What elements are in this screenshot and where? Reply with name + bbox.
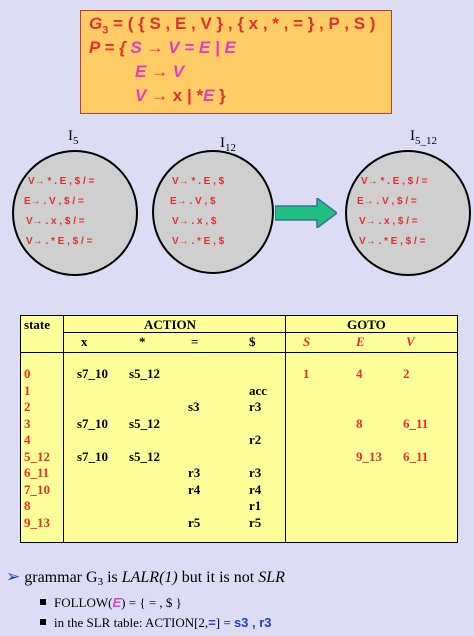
production-v: V → x | *E } <box>135 86 226 105</box>
table-row-state: 1 <box>24 382 31 398</box>
state-label-i5: I5 <box>68 128 79 147</box>
divider <box>63 316 64 542</box>
goto-header: GOTO <box>347 317 386 332</box>
table-cell: 6_11 <box>403 415 429 431</box>
table-cell: acc <box>249 382 268 398</box>
table-cell: r5 <box>188 514 201 530</box>
note-follow: FOLLOW(E) = { = , $ } <box>40 595 182 611</box>
item: E→ . V , $ / = <box>24 196 84 207</box>
col-S: S <box>303 334 311 349</box>
table-cell: r3 <box>188 465 201 480</box>
table-cell: s5_12 <box>129 415 161 431</box>
table-cell: r2 <box>249 432 262 447</box>
table-row-state: 2 <box>24 399 31 414</box>
table-row-state: 7_10 <box>24 481 50 497</box>
table-row-state: 3 <box>24 415 31 431</box>
state-circle-i12: V→ * . E , $ E→ . V , $ V→ . x , $ V→ . … <box>152 150 274 274</box>
table-cell: 9_13 <box>356 448 382 464</box>
state-label-i12: I12 <box>220 135 236 154</box>
table-cell: s5_12 <box>129 366 161 381</box>
item: E→ . V , $ / = <box>357 196 417 207</box>
table-cell: 4 <box>356 366 363 381</box>
table-cell: s7_10 <box>77 448 109 464</box>
table-cell: r4 <box>188 481 201 497</box>
square-bullet-icon <box>40 619 46 625</box>
item: V→ * . E , $ / = <box>28 176 95 187</box>
table-cell: 1 <box>303 366 310 381</box>
note-conflict: in the SLR table: ACTION[2,=] = s3 , r3 <box>40 615 272 631</box>
item: V→ . x , $ <box>172 216 217 227</box>
col-eq: = <box>191 334 199 349</box>
item: V→ * . E , $ / = <box>361 176 428 187</box>
item: V→ . * E , $ / = <box>359 236 426 247</box>
item: V→ . x , $ / = <box>359 216 418 227</box>
item: V→ . x , $ / = <box>26 216 85 227</box>
divider <box>21 352 457 353</box>
col-dollar: $ <box>249 334 256 349</box>
grammar-def: G3 = ( { S , E , V } , { x , * , = } , P… <box>89 14 376 37</box>
state-label-i5-12: I5_12 <box>410 128 437 147</box>
action-header: ACTION <box>144 317 197 332</box>
col-E: E <box>356 334 365 349</box>
grammar-box: G3 = ( { S , E , V } , { x , * , = } , P… <box>80 10 392 114</box>
table-row-state: 8 <box>24 498 31 513</box>
table-cell: r3 <box>249 399 262 414</box>
item: V→ . * E , $ <box>172 236 225 247</box>
state-circle-i5: V→ * . E , $ / = E→ . V , $ / = V→ . x ,… <box>12 150 138 276</box>
col-star: * <box>139 334 146 349</box>
table-cell: r5 <box>249 514 262 530</box>
arrow-bullet-icon: ➢ <box>6 567 21 586</box>
lalr-parse-table: state ACTION GOTO x * = $ S E V 0 s7_10 s5… <box>20 315 458 543</box>
table-row-state: 9_13 <box>24 514 50 530</box>
table-cell: s5_12 <box>129 448 161 464</box>
production-s: P = { S → V = E | E <box>89 38 236 57</box>
merge-arrow-icon <box>275 198 337 228</box>
item: E→ . V , $ <box>170 196 216 207</box>
state-circle-i5-12: V→ * . E , $ / = E→ . V , $ / = V→ . x ,… <box>345 150 471 276</box>
production-e: E → V <box>135 62 185 81</box>
divider <box>63 332 457 333</box>
table-row-state: 4 <box>24 432 31 447</box>
table-cell: s3 <box>188 399 200 414</box>
table-row-state: 0 <box>24 366 31 381</box>
table-cell: 2 <box>403 366 410 381</box>
square-bullet-icon <box>40 599 46 605</box>
table-cell: r1 <box>249 498 262 513</box>
table-cell: 6_11 <box>403 448 429 464</box>
state-header: state <box>24 317 50 332</box>
divider <box>285 316 286 542</box>
table-cell: r3 <box>249 465 262 480</box>
table-cell: s7_10 <box>77 366 109 381</box>
table-row-state: 6_11 <box>24 465 50 480</box>
table-cell: s7_10 <box>77 415 109 431</box>
col-V: V <box>406 334 415 349</box>
table-cell: r4 <box>249 481 262 497</box>
table-cell: 8 <box>356 415 363 431</box>
item: V→ . * E , $ / = <box>26 236 93 247</box>
note-lalr: ➢ grammar G3 is LALR(1) but it is not SL… <box>6 567 285 588</box>
table-row-state: 5_12 <box>24 448 50 464</box>
col-x: x <box>81 334 88 349</box>
item: V→ * . E , $ <box>172 176 225 187</box>
